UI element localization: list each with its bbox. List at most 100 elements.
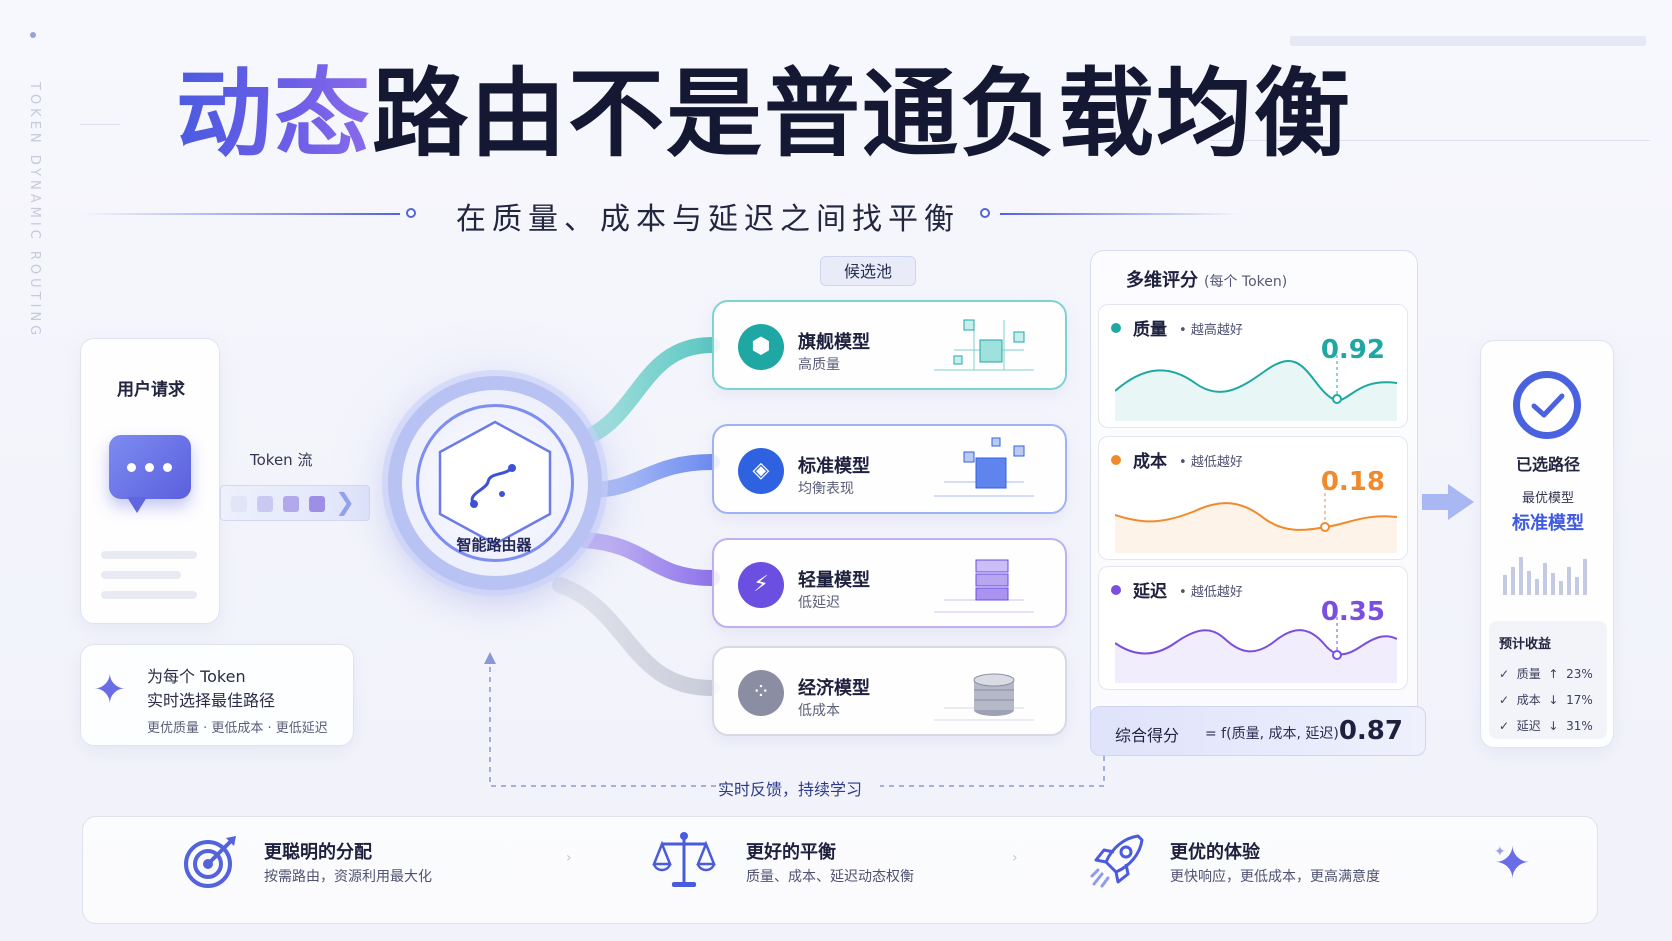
gain-value: 31%	[1566, 719, 1593, 733]
feedback-label: 实时反馈，持续学习	[718, 780, 863, 799]
sparkle-icon: ✦	[1494, 838, 1531, 889]
scale-icon	[652, 832, 716, 887]
placeholder-line	[101, 551, 197, 559]
token-stream: ❯	[220, 485, 370, 521]
lightning-icon: ⚡	[738, 562, 784, 608]
token-block	[257, 496, 273, 512]
route-economy	[552, 577, 720, 696]
mini-bar-chart-icon	[1503, 557, 1587, 595]
status-dot	[1111, 585, 1121, 595]
model-name: 旗舰模型	[798, 332, 870, 353]
total-score-formula: = f(质量, 成本, 延迟)	[1205, 726, 1339, 742]
box-icon: ◈	[738, 448, 784, 494]
placeholder-line	[101, 591, 197, 599]
metric-hint: • 越低越好	[1179, 585, 1243, 600]
sparkle-icon: ✦	[93, 667, 127, 713]
feature-sub: 按需路由，资源利用最大化	[264, 869, 432, 885]
feedback-loop	[489, 658, 1105, 787]
model-name: 标准模型	[798, 456, 870, 477]
gain-value: 17%	[1566, 693, 1593, 707]
model-card-flagship[interactable]: ⬢ 旗舰模型 高质量	[712, 300, 1067, 390]
expected-gain-box: 预计收益 ✓ 质量 ↑ 23% ✓ 成本 ↓ 17% ✓ 延迟 ↓ 31%	[1489, 621, 1607, 739]
arrow-down-icon: ↓	[1548, 693, 1559, 707]
decorative-line	[1210, 140, 1650, 141]
metric-card-latency: 延迟 • 越低越好 0.35	[1098, 566, 1408, 690]
side-dot	[30, 32, 36, 38]
route-standard	[582, 454, 720, 498]
check-icon: ✓	[1499, 719, 1510, 733]
info-line-3: 更优质量 · 更低成本 · 更低延迟	[147, 721, 328, 736]
model-card-economy[interactable]: ⁘ 经济模型 低成本	[712, 646, 1067, 736]
model-card-light[interactable]: ⚡ 轻量模型 低延迟	[712, 538, 1067, 628]
model-desc: 低成本	[798, 703, 840, 719]
chat-dot	[145, 463, 154, 472]
model-name: 轻量模型	[798, 570, 870, 591]
route-flagship	[572, 337, 720, 448]
router-label: 智能路由器	[456, 536, 532, 554]
route-path-icon	[470, 464, 516, 508]
gain-row-cost: ✓ 成本 ↓ 17%	[1499, 691, 1593, 708]
result-arrow	[1422, 484, 1474, 520]
model-desc: 高质量	[798, 357, 840, 373]
route-light	[577, 532, 720, 586]
token-flow-label: Token 流	[250, 451, 313, 469]
arrow-down-icon: ↓	[1548, 719, 1559, 733]
chat-bubble-tail	[127, 497, 147, 513]
side-vertical-text: TOKEN DYNAMIC ROUTING	[27, 82, 42, 340]
title-rest: 路由不是普通负载均衡	[372, 58, 1352, 170]
feature-title: 更优的体验	[1170, 842, 1260, 863]
placeholder-line	[101, 571, 181, 579]
decorative-line	[80, 124, 120, 125]
rocket-icon	[1090, 834, 1144, 888]
metric-hint-text: 越高越好	[1190, 323, 1243, 338]
metric-name: 延迟	[1133, 582, 1167, 602]
network-cubes-illustration	[934, 319, 1034, 371]
gain-name: 延迟	[1516, 719, 1541, 733]
token-block	[283, 496, 299, 512]
model-card-standard[interactable]: ◈ 标准模型 均衡表现	[712, 424, 1067, 514]
metric-hint: • 越低越好	[1179, 455, 1243, 470]
total-score-value: 0.87	[1338, 716, 1403, 746]
model-desc: 低延迟	[798, 595, 840, 611]
selected-path-card: 已选路径 最优模型 标准模型 预计收益 ✓ 质量 ↑ 23% ✓ 成本 ↓ 17…	[1480, 340, 1614, 748]
selected-path-title: 已选路径	[1515, 455, 1580, 474]
coin-stack-illustration	[934, 673, 1034, 721]
decorative-bar	[1290, 36, 1646, 46]
best-model-label: 最优模型	[1521, 491, 1574, 506]
chevron-right-icon: ›	[566, 850, 572, 866]
info-line-2: 实时选择最佳路径	[147, 691, 276, 710]
metric-value: 0.18	[1320, 467, 1385, 497]
chat-bubble-icon	[109, 435, 191, 499]
metric-hint-text: 越低越好	[1190, 455, 1243, 470]
stack-illustration	[934, 559, 1034, 613]
best-model-name: 标准模型	[1512, 513, 1584, 534]
chevron-right-icon: ❯	[335, 488, 355, 516]
chat-dot	[127, 463, 136, 472]
token-info-card: ✦ 为每个 Token 实时选择最佳路径 更优质量 · 更低成本 · 更低延迟	[80, 644, 354, 746]
candidate-pool-tag: 候选池	[820, 256, 916, 286]
total-score-bar: 综合得分 = f(质量, 成本, 延迟) 0.87	[1090, 706, 1426, 756]
subtitle-line-right	[1000, 213, 1240, 215]
gain-row-latency: ✓ 延迟 ↓ 31%	[1499, 717, 1593, 734]
feature-sub: 更快响应，更低成本，更高满意度	[1170, 869, 1380, 885]
score-title-sub: (每个 Token)	[1204, 274, 1288, 290]
feedback-arrow-head	[484, 652, 496, 664]
info-line-1: 为每个 Token	[147, 667, 246, 686]
gain-value: 23%	[1566, 667, 1593, 681]
metric-value: 0.92	[1320, 335, 1385, 365]
check-icon: ✓	[1499, 693, 1510, 707]
cube-cluster-illustration	[934, 437, 1034, 497]
feature-title: 更聪明的分配	[264, 842, 372, 863]
score-title: 多维评分 (每个 Token)	[1126, 266, 1287, 292]
metric-value: 0.35	[1320, 597, 1385, 627]
page-title: 动态路由不是普通负载均衡	[176, 61, 1352, 168]
token-block	[309, 496, 325, 512]
gain-name: 成本	[1516, 693, 1541, 707]
score-title-text: 多维评分	[1126, 270, 1198, 291]
latency-wave	[1115, 617, 1397, 683]
sparkle-icon: ✦	[1494, 844, 1506, 860]
token-block	[231, 496, 247, 512]
chat-dot	[163, 463, 172, 472]
expected-gain-title: 预计收益	[1499, 637, 1552, 652]
